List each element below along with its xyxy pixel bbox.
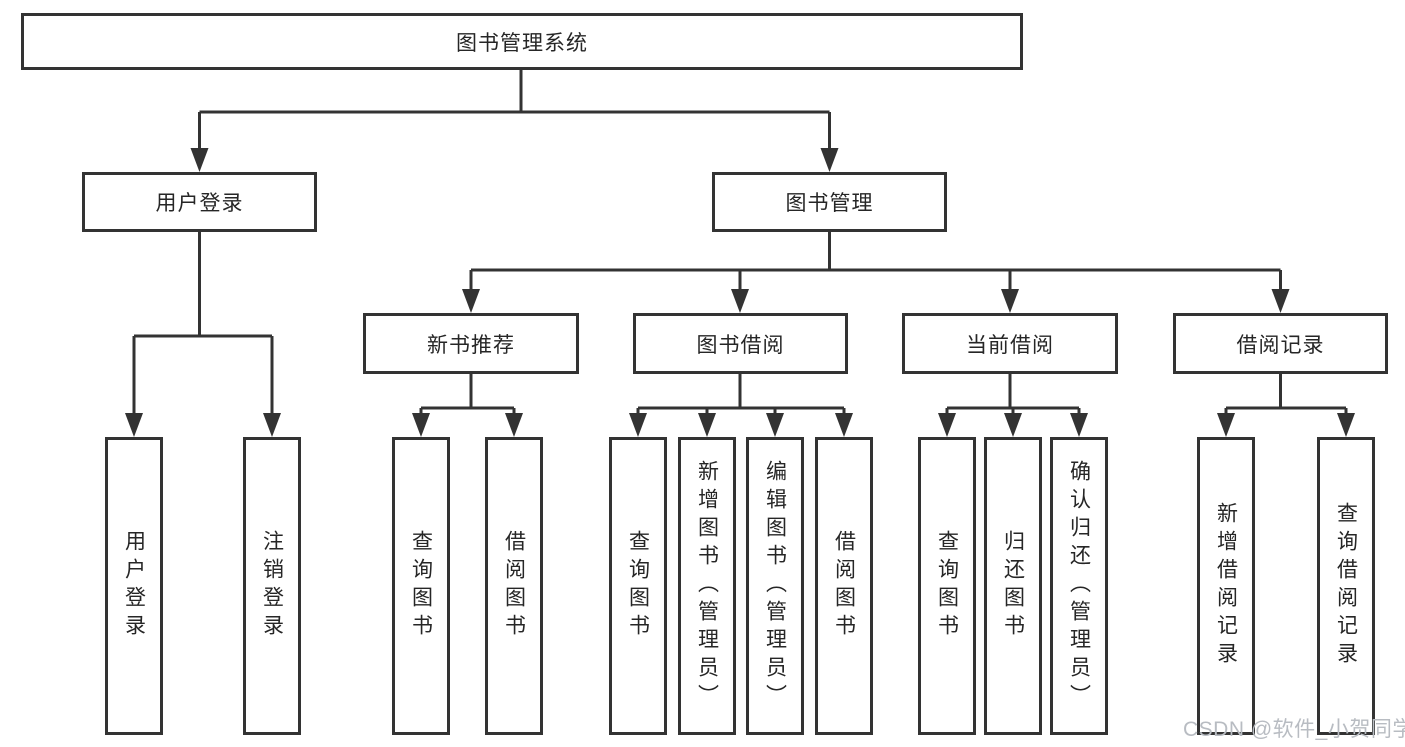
arrow-icon	[835, 413, 853, 437]
connector-book-mgmt-children	[469, 232, 1282, 303]
node-leaf-user-login: 用户登录	[105, 437, 163, 735]
node-leaf-add-borrow-record: 新增借阅记录	[1197, 437, 1255, 735]
node-book-borrow: 图书借阅	[633, 313, 848, 374]
node-leaf-user-login-label: 用户登录	[122, 530, 146, 642]
node-book-borrow-label: 图书借阅	[696, 333, 785, 357]
arrow-icon	[412, 413, 430, 437]
node-leaf-borrow-query-books: 查询图书	[609, 437, 667, 735]
arrow-icon	[766, 413, 784, 437]
node-leaf-confirm-return-admin: 确认归还（管理员）	[1050, 437, 1108, 735]
node-user-login: 用户登录	[82, 172, 317, 232]
csdn-watermark: CSDN @软件_小贺同学	[1183, 718, 1405, 741]
arrow-icon	[125, 413, 143, 437]
arrow-icon	[1337, 413, 1355, 437]
node-leaf-borrow-books: 借阅图书	[815, 437, 873, 735]
node-leaf-logout: 注销登录	[243, 437, 301, 735]
node-user-login-label: 用户登录	[155, 192, 244, 215]
node-new-book-rec: 新书推荐	[363, 313, 579, 374]
node-leaf-add-books-admin: 新增图书（管理员）	[678, 437, 736, 735]
node-leaf-newrec-borrow-books: 借阅图书	[485, 437, 543, 735]
connector-new-book-rec-children	[419, 374, 516, 427]
node-current-borrow-label: 当前借阅	[966, 333, 1054, 357]
arrow-icon	[505, 413, 523, 437]
arrow-icon	[1271, 289, 1290, 313]
node-leaf-return-books-label: 归还图书	[1001, 530, 1025, 642]
arrow-icon	[1001, 289, 1019, 313]
arrow-icon	[1217, 413, 1235, 437]
arrow-icon	[190, 148, 209, 172]
connector-book-borrow-children	[636, 374, 846, 427]
arrow-icon	[938, 413, 956, 437]
arrow-icon	[462, 289, 480, 313]
node-leaf-add-borrow-record-label: 新增借阅记录	[1214, 502, 1238, 670]
arrow-icon	[1070, 413, 1088, 437]
node-current-borrow: 当前借阅	[902, 313, 1118, 374]
node-leaf-return-books: 归还图书	[984, 437, 1042, 735]
node-root-label: 图书管理系统	[456, 31, 588, 55]
node-leaf-query-borrow-record: 查询借阅记录	[1317, 437, 1375, 735]
arrow-icon	[731, 289, 749, 313]
node-leaf-current-query-books: 查询图书	[918, 437, 976, 735]
arrow-icon	[1004, 413, 1022, 437]
node-leaf-edit-books-admin: 编辑图书（管理员）	[746, 437, 804, 735]
node-borrow-records: 借阅记录	[1173, 313, 1388, 374]
arrow-icon	[263, 413, 281, 437]
arrow-icon	[629, 413, 647, 437]
node-leaf-query-borrow-record-label: 查询借阅记录	[1334, 502, 1358, 670]
node-borrow-records-label: 借阅记录	[1236, 333, 1325, 357]
connector-root-to-level2	[198, 70, 831, 162]
node-book-mgmt: 图书管理	[712, 172, 947, 232]
node-book-mgmt-label: 图书管理	[785, 192, 874, 215]
node-leaf-confirm-return-admin-label: 确认归还（管理员）	[1067, 460, 1091, 712]
arrow-icon	[698, 413, 716, 437]
node-leaf-current-query-books-label: 查询图书	[935, 530, 959, 642]
node-leaf-add-books-admin-label: 新增图书（管理员）	[695, 460, 719, 712]
connector-borrow-records-children	[1224, 374, 1348, 427]
node-leaf-borrow-query-books-label: 查询图书	[626, 530, 650, 642]
node-leaf-edit-books-admin-label: 编辑图书（管理员）	[763, 460, 787, 712]
node-leaf-newrec-borrow-books-label: 借阅图书	[502, 530, 526, 642]
arrowheads	[125, 148, 1355, 437]
node-leaf-newrec-query-books: 查询图书	[392, 437, 450, 735]
node-leaf-borrow-books-label: 借阅图书	[832, 530, 856, 642]
node-leaf-logout-label: 注销登录	[260, 530, 284, 642]
node-root: 图书管理系统	[21, 13, 1023, 70]
connector-user-login-children	[132, 232, 274, 427]
node-new-book-rec-label: 新书推荐	[427, 333, 515, 357]
arrow-icon	[820, 148, 839, 172]
node-leaf-newrec-query-books-label: 查询图书	[409, 530, 433, 642]
